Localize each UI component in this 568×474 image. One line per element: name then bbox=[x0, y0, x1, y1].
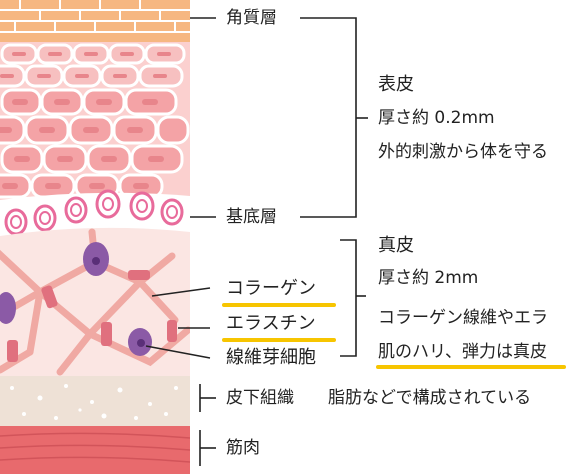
label-stratum-corneum: 角質層 bbox=[226, 8, 277, 28]
muscle-layer bbox=[0, 426, 190, 474]
label-basal-layer: 基底層 bbox=[226, 207, 277, 227]
basal-layer bbox=[0, 189, 190, 240]
epidermis-cells bbox=[0, 42, 190, 210]
dermis-layer bbox=[0, 227, 190, 376]
dermis-role-line2: 肌のハリ、弾力は真皮 bbox=[378, 342, 547, 362]
label-muscle: 筋肉 bbox=[226, 438, 260, 458]
elastin-highlight bbox=[222, 338, 336, 342]
dermis-role-highlight bbox=[376, 365, 566, 369]
epidermis-role: 外的刺激から体を守る bbox=[378, 142, 548, 162]
epidermis-title: 表皮 bbox=[378, 74, 414, 95]
stratum-corneum-layer bbox=[0, 0, 190, 42]
subcutaneous-layer bbox=[0, 376, 190, 426]
dermis-thickness: 厚さ約 2mm bbox=[378, 268, 479, 288]
label-elastin: エラスチン bbox=[226, 313, 316, 334]
dermis-role-line1: コラーゲン線維やエラ bbox=[378, 308, 548, 328]
epidermis-thickness: 厚さ約 0.2mm bbox=[378, 108, 495, 128]
label-collagen: コラーゲン bbox=[226, 278, 316, 299]
collagen-highlight bbox=[222, 303, 336, 307]
label-subcutaneous: 皮下組織 bbox=[226, 388, 294, 408]
dermis-title: 真皮 bbox=[378, 235, 414, 256]
skin-cross-section bbox=[0, 0, 190, 474]
subcutaneous-note: 脂肪などで構成されている bbox=[328, 388, 532, 408]
label-fibroblast: 線維芽細胞 bbox=[226, 347, 316, 368]
